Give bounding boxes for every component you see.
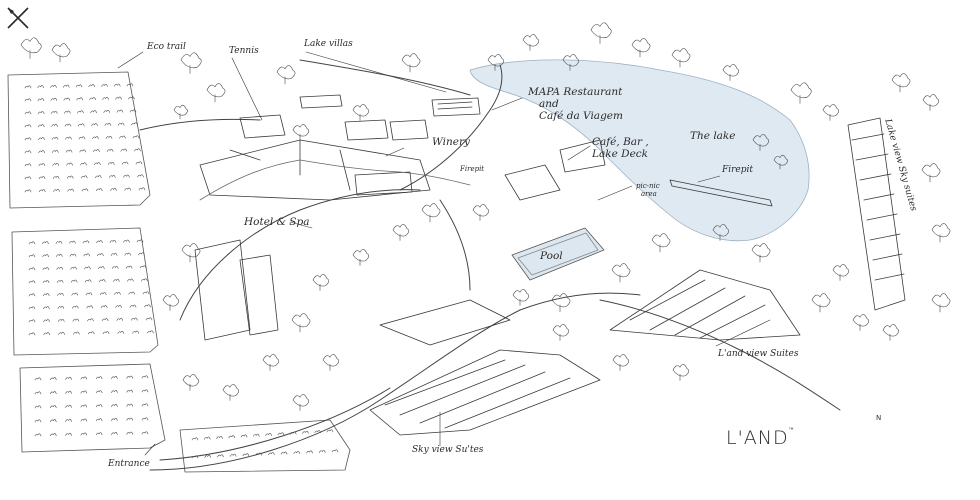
label-firepit-small: Firepit xyxy=(460,165,485,173)
label-eco-trail: Eco trail xyxy=(147,42,186,52)
lake-view-sky-suites xyxy=(847,117,906,311)
brand-text: L'AND xyxy=(726,427,789,449)
label-entrance: Entrance xyxy=(108,459,150,469)
label-cafe-da-viagem: Café da Viagem xyxy=(539,110,623,122)
compass-icon xyxy=(7,7,29,29)
label-land-view-suites: L'and view Suites xyxy=(718,349,799,359)
label-lake-villas: Lake villas xyxy=(304,39,353,49)
label-hotel-spa: Hotel & Spa xyxy=(244,216,310,228)
lake-water xyxy=(469,59,810,242)
label-picnic: pic-nic xyxy=(636,182,660,190)
hotel-spa-buildings xyxy=(194,139,431,341)
land-view-suites xyxy=(609,269,801,341)
label-sky-view-suites: Sky view Su'tes xyxy=(412,445,484,455)
label-winery: Winery xyxy=(432,136,470,148)
label-mapa-and: and xyxy=(539,98,559,110)
tennis-courts xyxy=(239,94,481,141)
label-firepit: Firepit xyxy=(722,165,754,175)
vineyard-plots xyxy=(7,71,351,473)
pool-water xyxy=(511,227,605,281)
sky-view-suites xyxy=(369,299,601,436)
trees-and-vines xyxy=(20,22,951,459)
hills xyxy=(199,159,471,201)
brand-trademark: ™ xyxy=(788,427,795,433)
label-cafe-bar: Café, Bar , xyxy=(592,136,649,148)
label-the-lake: The lake xyxy=(690,130,736,142)
land-logo: L'AND™ xyxy=(726,427,795,449)
lake-jetty xyxy=(504,139,773,207)
compass-north-letter: N xyxy=(876,414,882,422)
label-pool: Pool xyxy=(540,250,563,262)
label-leader-lines xyxy=(117,51,771,456)
label-tennis: Tennis xyxy=(229,46,259,56)
label-lake-deck: Lake Deck xyxy=(592,148,649,160)
label-mapa-restaurant: MAPA Restaurant xyxy=(528,86,623,98)
label-picnic-area: area xyxy=(641,190,657,198)
